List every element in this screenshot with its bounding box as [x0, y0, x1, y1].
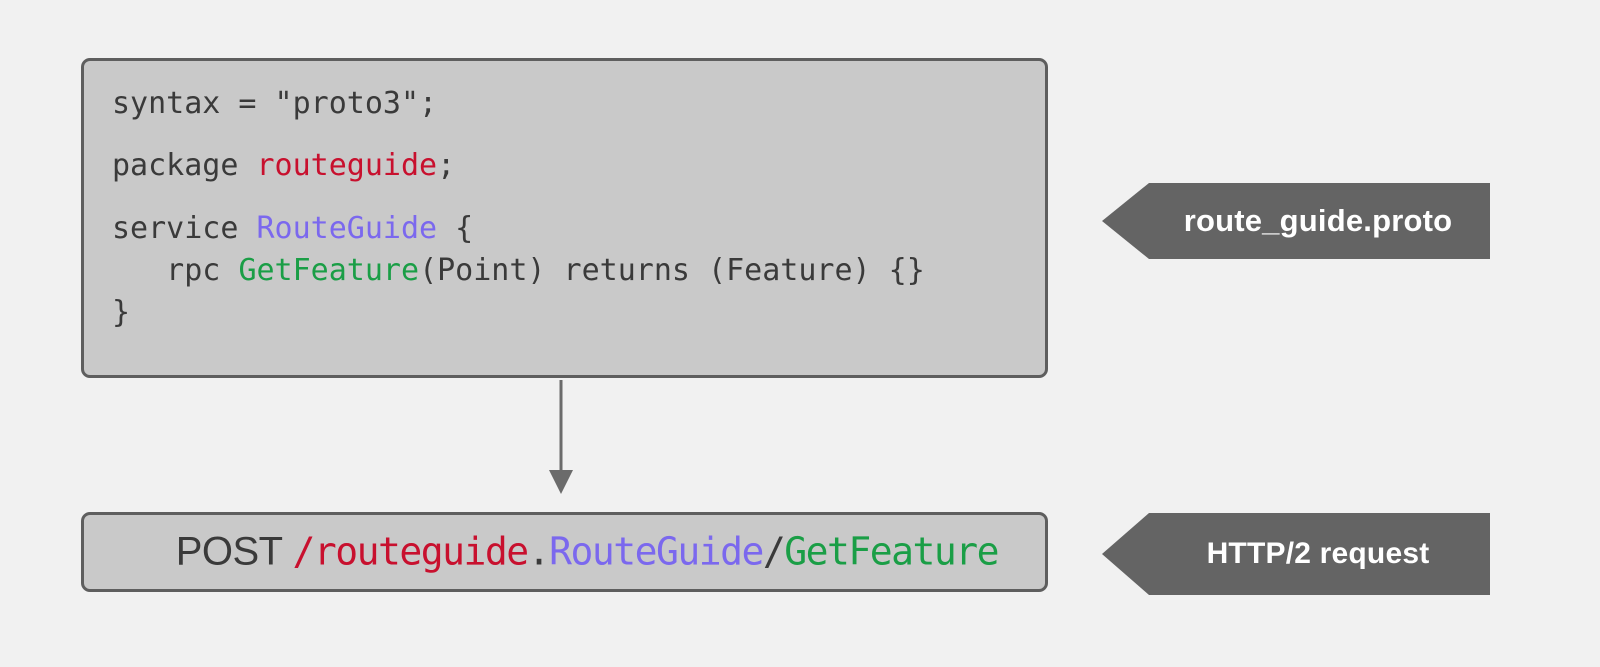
path-token-service: RouteGuide — [549, 529, 764, 574]
path-token-plain: / — [762, 529, 786, 574]
proto-code-line: service RouteGuide { — [112, 208, 1035, 250]
proto-token-plain: (Point) returns (Feature) {} — [419, 252, 925, 288]
http-method-separator — [282, 530, 293, 574]
http-method: POST — [175, 529, 283, 574]
proto-token-service: RouteGuide — [256, 210, 438, 246]
proto-code-line: syntax = "proto3"; — [112, 83, 1035, 125]
proto-code-line: rpc GetFeature(Point) returns (Feature) … — [112, 250, 1035, 292]
callout-proto-filename: route_guide.proto — [1102, 183, 1490, 259]
http-request-box: POST /routeguide.RouteGuide/GetFeature — [81, 512, 1048, 592]
down-arrow-icon — [549, 380, 573, 494]
http-request-line: POST /routeguide.RouteGuide/GetFeature — [112, 485, 1000, 620]
proto-code-line: } — [112, 292, 1035, 334]
path-token-plain: . — [527, 529, 551, 574]
proto-source-box: syntax = "proto3"; package routeguide; ser… — [81, 58, 1048, 378]
callout-proto-label: route_guide.proto — [1183, 203, 1453, 238]
proto-token-plain: { — [437, 210, 474, 246]
proto-token-package: routeguide — [256, 148, 438, 184]
proto-blank-line — [112, 125, 1035, 145]
proto-code-line: package routeguide; — [112, 145, 1035, 187]
path-token-method: GetFeature — [784, 529, 999, 574]
proto-token-plain: syntax = "proto3"; — [112, 86, 438, 121]
proto-blank-line — [112, 188, 1035, 208]
callout-http-label: HTTP/2 request — [1206, 537, 1430, 570]
path-token-package: routeguide — [313, 529, 529, 574]
proto-token-plain: ; — [437, 148, 456, 184]
proto-source-code: syntax = "proto3"; package routeguide; ser… — [112, 83, 1035, 334]
proto-token-plain: package — [112, 148, 257, 184]
proto-token-plain: rpc — [112, 252, 239, 288]
proto-token-method: GetFeature — [238, 252, 420, 288]
http-request-path: /routeguide.RouteGuide/GetFeature — [292, 529, 1000, 574]
path-token-package: / — [292, 529, 316, 574]
proto-token-plain: } — [112, 295, 131, 331]
proto-token-plain: service — [112, 210, 257, 246]
callout-http-request: HTTP/2 request — [1102, 513, 1490, 595]
